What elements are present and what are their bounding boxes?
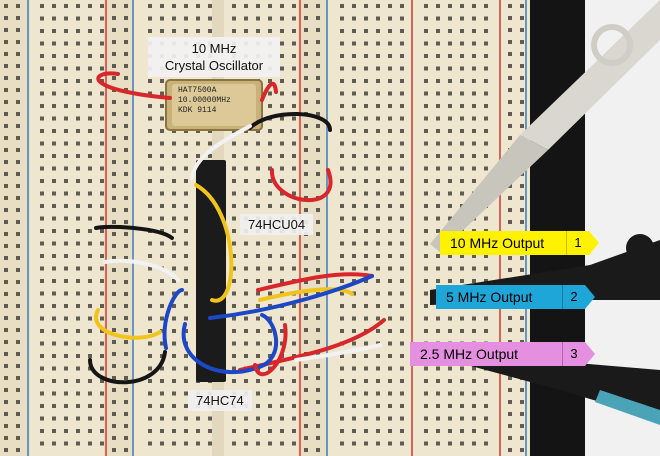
output-tag-3: 2.5 MHz Output 3 (410, 342, 595, 366)
wire-black-bottom (88, 350, 167, 385)
output-tag-2: 5 MHz Output 2 (436, 285, 595, 309)
flipflop-chip-label: 74HC74 (188, 390, 252, 411)
crystal-marking-line3: KDK 9114 (178, 106, 217, 115)
wire-yellow-left (94, 308, 162, 340)
output-tag-2-channel: 2 (562, 285, 595, 309)
inverter-chip-label: 74HCU04 (240, 214, 314, 235)
ic-74hc74 (196, 290, 226, 382)
output-tag-1-text: 10 MHz Output (440, 231, 566, 255)
wire-blue-right (208, 274, 374, 320)
output-tag-3-text: 2.5 MHz Output (410, 342, 562, 366)
hole-grid-right (334, 4, 406, 454)
wire-yellow-right (258, 287, 354, 302)
output-tag-1: 10 MHz Output 1 (440, 231, 599, 255)
crystal-marking-line1: HAT7500A (178, 86, 217, 95)
output-tag-3-channel: 3 (562, 342, 595, 366)
crystal-marking-line2: 10.00000MHz (178, 96, 231, 105)
wire-blue-loop (181, 313, 279, 375)
wire-red-right-top (260, 81, 278, 102)
wire-white-top (190, 124, 252, 180)
wire-white-left (103, 258, 180, 282)
wire-yellow-long (194, 183, 234, 303)
oscillator-label: 10 MHz Crystal Oscillator (148, 37, 280, 77)
wire-red-top (96, 71, 172, 100)
ic-74hcu04 (196, 160, 226, 310)
output-tag-2-text: 5 MHz Output (436, 285, 562, 309)
oscillator-label-line2: Crystal Oscillator (164, 58, 264, 73)
probe-1-gray (430, 0, 660, 252)
wire-white-lower (294, 343, 382, 362)
crystal-oscillator (165, 79, 263, 131)
wire-black-top (248, 111, 332, 132)
wire-blue-left (162, 288, 184, 350)
wire-red-mid (269, 168, 333, 203)
oscillator-label-line1: 10 MHz (191, 41, 237, 56)
output-tag-1-channel: 1 (566, 231, 599, 255)
crystal-markings: HAT7500A 10.00000MHz KDK 9114 (178, 86, 254, 116)
wire-red-right (256, 272, 374, 292)
wire-red-bottom (253, 323, 288, 377)
left-power-rail (0, 0, 30, 456)
wire-black-left (94, 224, 174, 240)
jumper-wires (88, 71, 386, 385)
